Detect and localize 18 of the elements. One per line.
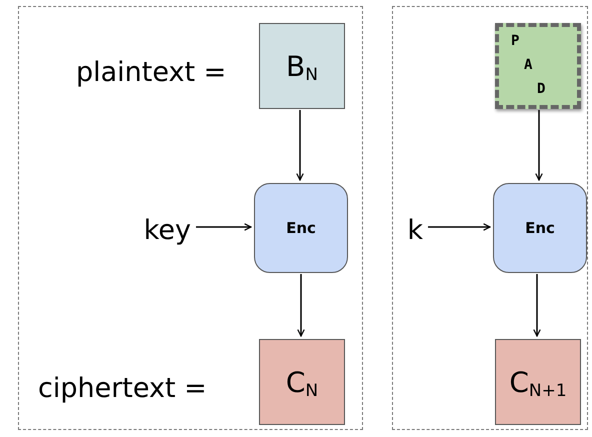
ciphertext-block: C$_{N+1}$ [495, 339, 581, 425]
padding-block: P A D [495, 23, 581, 109]
block-caption: ciphertext = [38, 375, 207, 402]
encryption-box: Enc [254, 183, 348, 273]
plaintext-block: B$_{N}$ [259, 23, 345, 109]
key-label: k [401, 213, 423, 247]
key-label: key [133, 213, 191, 247]
arrow [535, 110, 543, 181]
arrow [533, 274, 541, 337]
arrow [296, 110, 304, 181]
encryption-box: Enc [493, 183, 587, 273]
dashed-panel [18, 6, 363, 430]
arrow [428, 223, 491, 231]
block-caption: plaintext = [76, 59, 226, 86]
arrow [196, 223, 252, 231]
dashed-panel [392, 6, 588, 430]
ciphertext-block: C$_{N}$ [259, 339, 345, 425]
arrow [297, 274, 305, 337]
